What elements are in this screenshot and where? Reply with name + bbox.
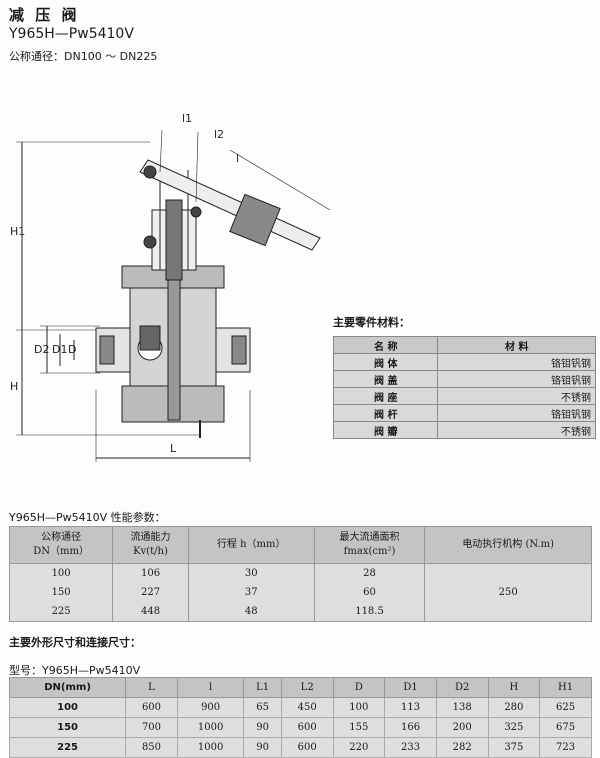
label-D1: D1: [52, 343, 67, 356]
table-row: 150 227 37 60: [8, 583, 592, 602]
dim-header-D2: D2: [435, 677, 489, 698]
dim-header-H: H: [487, 677, 541, 698]
dim-header-H1: H1: [539, 677, 592, 698]
dim-header-L1: L1: [243, 677, 282, 698]
label-D2: D2: [34, 343, 49, 356]
table-row: 100 600 900 65 450 100 113 138 280 625: [8, 697, 592, 718]
parts-header-name: 名 称: [332, 336, 439, 354]
table-row: 100 106 30 28 250: [8, 563, 592, 622]
dim-header-D: D: [332, 677, 386, 698]
dim-header-D1: D1: [384, 677, 437, 698]
dim-header-dn: DN(mm): [8, 677, 127, 698]
table-row: 阀 瓣 不锈钢: [332, 421, 596, 439]
perf-header-stroke: 行程 h（mm）: [187, 526, 315, 564]
label-l2: l2: [214, 128, 224, 141]
valve-technical-drawing: l1 l2 l H1 H D2 D1 D L: [10, 112, 331, 462]
label-D: D: [68, 343, 76, 356]
label-l1: l1: [182, 112, 192, 125]
dimensions-model: 型号：Y965H—Pw5410V: [9, 664, 141, 677]
parts-header-material: 材 料: [437, 336, 596, 354]
performance-title: Y965H—Pw5410V 性能参数：: [9, 511, 166, 524]
label-H1: H1: [10, 225, 25, 238]
table-row: 150 700 1000 90 600 155 166 200 325 675: [8, 717, 592, 738]
dimensions-table: DN(mm) L l L1 L2 D D1 D2 H H1 100 600 90…: [8, 677, 592, 758]
dimensions-title: 主要外形尺寸和连接尺寸：: [9, 636, 141, 649]
model-number: Y965H—Pw5410V: [9, 26, 134, 42]
label-L: L: [170, 442, 177, 455]
table-row: 阀 盖 铬钼钒钢: [332, 370, 596, 388]
dim-header-L2: L2: [280, 677, 334, 698]
nominal-diameter-range: 公称通径：DN100 ～ DN225: [9, 50, 158, 63]
dim-header-l: l: [176, 677, 245, 698]
page-title: 减 压 阀: [9, 6, 80, 24]
parts-materials-table: 名 称 材 料 阀 体 铬钼钒钢 阀 盖 铬钼钒钢 阀 座 不锈钢 阀 杆 铬钼…: [332, 336, 596, 439]
table-row: 阀 杆 铬钼钒钢: [332, 404, 596, 422]
perf-header-actuator: 电动执行机构 (N.m): [424, 526, 592, 564]
table-row: 阀 体 铬钼钒钢: [332, 353, 596, 371]
label-l: l: [236, 152, 239, 165]
dim-header-L: L: [125, 677, 178, 698]
label-H: H: [10, 380, 18, 393]
table-row: 225 448 48 118.5: [8, 602, 592, 622]
actuator-value: 250: [424, 563, 592, 622]
table-row: 225 850 1000 90 600 220 233 282 375 723: [8, 737, 592, 758]
parts-materials-title: 主要零件材料：: [333, 316, 410, 329]
table-row: 阀 座 不锈钢: [332, 387, 596, 405]
